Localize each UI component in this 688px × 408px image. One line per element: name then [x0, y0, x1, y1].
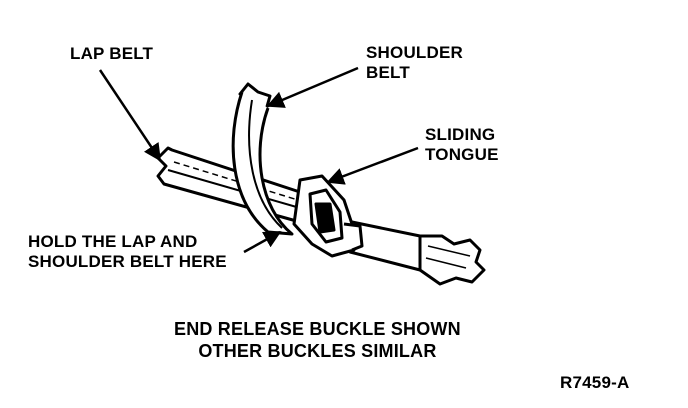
- shoulder-belt-leader: [266, 66, 359, 108]
- belt-webbing-right: [348, 220, 486, 286]
- sliding-tongue-buckle: [292, 174, 364, 258]
- figure-caption-line-2: OTHER BUCKLES SIMILAR: [198, 341, 437, 361]
- shoulder-belt-label-line-1: SHOULDER: [366, 43, 463, 62]
- sliding-tongue-label-line-1: SLIDING: [425, 125, 496, 144]
- hold-belt-instruction-label: HOLD THE LAP AND SHOULDER BELT HERE: [28, 232, 227, 272]
- lap-belt-label: LAP BELT: [70, 44, 153, 64]
- sliding-tongue-label-line-2: TONGUE: [425, 145, 499, 164]
- lap-belt-label-text: LAP BELT: [70, 44, 154, 63]
- leader-lines: [98, 66, 419, 254]
- sliding-tongue-leader: [326, 146, 419, 185]
- hold-here-leader: [243, 230, 282, 254]
- shoulder-belt-label-line-2: BELT: [366, 63, 410, 82]
- shoulder-belt-label: SHOULDER BELT: [366, 43, 463, 83]
- figure-reference-code-text: R7459-A: [560, 373, 630, 392]
- figure-caption: END RELEASE BUCKLE SHOWN OTHER BUCKLES S…: [174, 318, 461, 362]
- sliding-tongue-label: SLIDING TONGUE: [425, 125, 499, 165]
- lap-belt-leader: [98, 69, 162, 162]
- figure-caption-line-1: END RELEASE BUCKLE SHOWN: [174, 319, 461, 339]
- figure-reference-code: R7459-A: [560, 373, 629, 393]
- hold-belt-instruction-line-2: SHOULDER BELT HERE: [28, 252, 227, 271]
- hold-belt-instruction-line-1: HOLD THE LAP AND: [28, 232, 198, 251]
